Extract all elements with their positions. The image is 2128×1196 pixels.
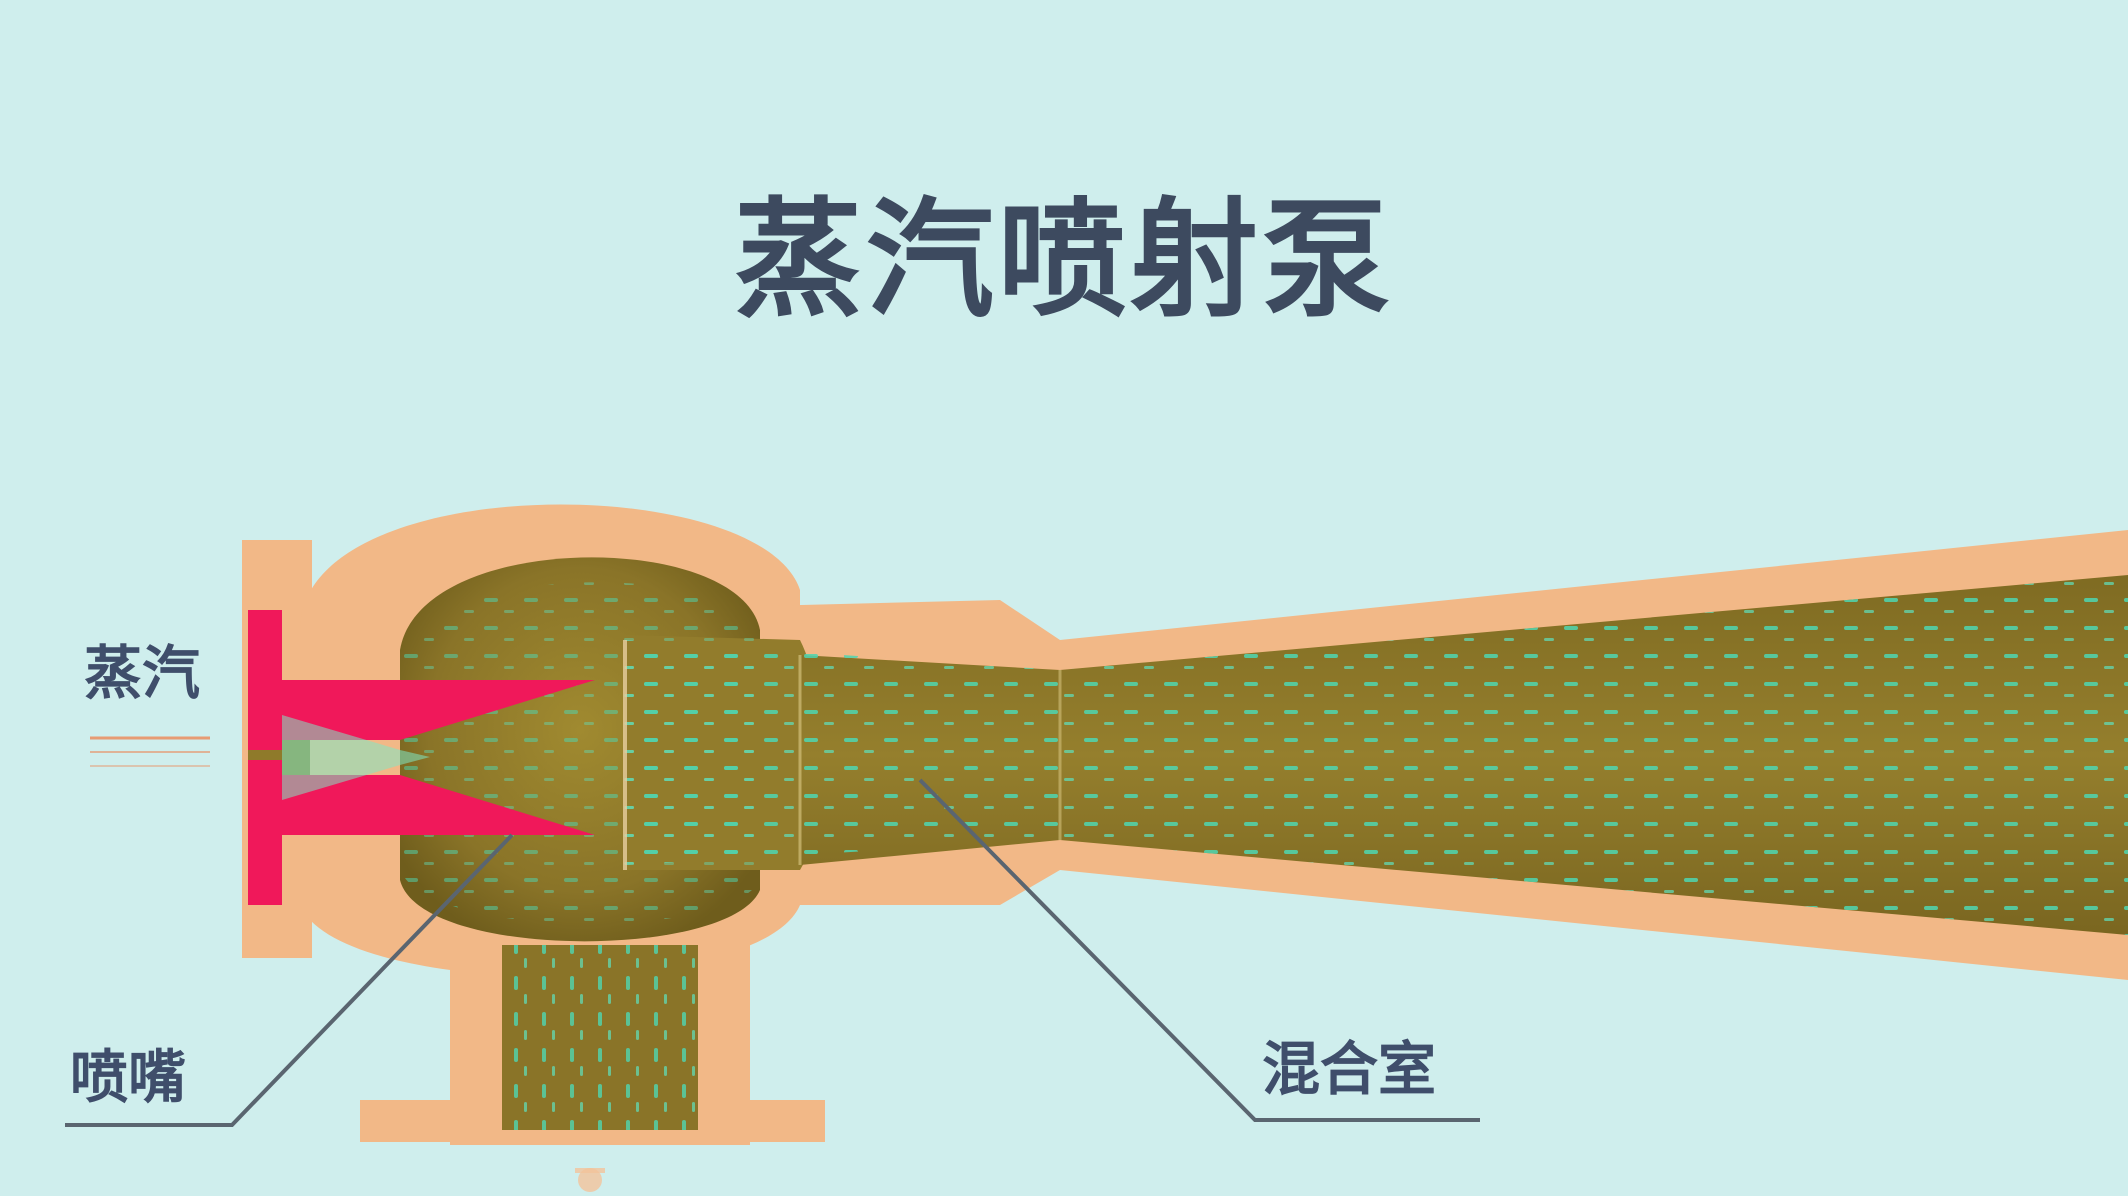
label-mixing-chamber: 混合室	[1262, 1035, 1437, 1103]
label-steam: 蒸汽	[84, 639, 201, 707]
diagram-title: 蒸汽喷射泵	[733, 185, 1394, 335]
label-nozzle: 喷嘴	[70, 1043, 187, 1111]
pump-interior	[248, 557, 2128, 1130]
leader-lines	[65, 778, 1480, 1127]
nozzle-shape	[248, 610, 595, 905]
suction-inlet-marker	[575, 1168, 605, 1192]
steam-inlet-marker	[90, 736, 210, 767]
